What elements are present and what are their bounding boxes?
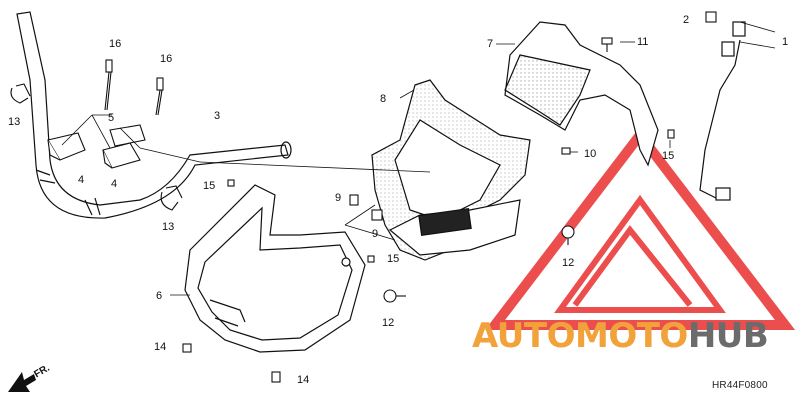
bolt-part (104, 59, 164, 116)
handlebar-clamp-part (47, 124, 146, 169)
front-cover-part (184, 184, 366, 353)
callout-16a: 16 (109, 38, 122, 50)
callout-8: 8 (380, 93, 387, 105)
callout-14b: 14 (297, 374, 310, 386)
callout-16b: 16 (160, 53, 173, 65)
handlebar-part (16, 11, 292, 219)
callout-5: 5 (108, 112, 115, 124)
diagram-code: HR44F0800 (712, 380, 768, 391)
callout-2: 2 (683, 14, 690, 26)
watermark-part-hub: HUB (687, 316, 769, 356)
wire-harness-part (699, 21, 746, 201)
watermark-part-moto: MOTO (574, 316, 688, 356)
callout-12b: 12 (382, 317, 395, 329)
callout-14a: 14 (154, 341, 167, 353)
callout-13b: 13 (162, 221, 175, 233)
callout-10: 10 (584, 148, 597, 160)
callout-3: 3 (214, 110, 221, 122)
callout-6: 6 (156, 290, 163, 302)
cable-clip-part (10, 83, 183, 211)
watermark-logo-icon (484, 126, 796, 330)
watermark-brand: AUTOMOTOHUB (472, 316, 769, 356)
watermark-part-auto: AUTO (472, 316, 575, 356)
leader-lines (61, 21, 776, 296)
front-direction-arrow-icon (8, 372, 36, 392)
visor-part (504, 21, 659, 167)
callout-15c: 15 (662, 150, 675, 162)
callout-12a: 12 (562, 257, 575, 269)
callout-9b: 9 (372, 228, 379, 240)
inner-housing-part (371, 79, 531, 261)
callout-15b: 15 (387, 253, 400, 265)
callout-15a: 15 (203, 180, 216, 192)
callout-11: 11 (637, 36, 649, 48)
callout-4a: 4 (78, 174, 85, 186)
callout-7: 7 (487, 38, 494, 50)
callout-9a: 9 (335, 192, 342, 204)
fastener-part (182, 11, 717, 383)
callout-13a: 13 (8, 116, 21, 128)
callout-1: 1 (782, 36, 789, 48)
callout-4b: 4 (111, 178, 118, 190)
